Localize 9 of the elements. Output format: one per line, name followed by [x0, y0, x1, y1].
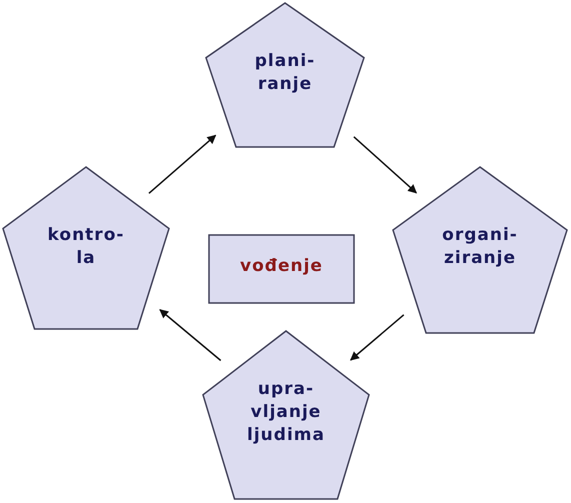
stage-label: organi- ziranje	[442, 224, 518, 270]
stage-label: kontro- la	[48, 224, 124, 270]
stage-label: upra- vljanje ljudima	[247, 378, 325, 447]
stage-label: plani- ranje	[254, 50, 316, 96]
arrow	[159, 309, 222, 362]
arrow	[148, 134, 216, 194]
center-label: vođenje	[240, 255, 323, 278]
arrow	[350, 314, 404, 361]
arrow	[353, 136, 417, 194]
